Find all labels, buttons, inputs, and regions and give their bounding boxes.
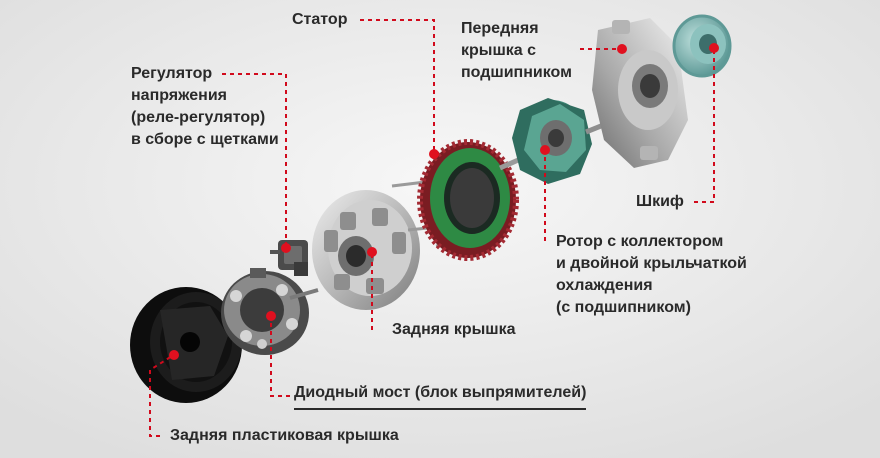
rear-cover-label: Задняя крышка xyxy=(392,321,516,338)
pulley-label: Шкиф xyxy=(636,193,684,210)
rotor-label-line-4: (с подшипником) xyxy=(556,299,691,316)
regulator-label-line-2: напряжения xyxy=(131,87,227,104)
marker-front-cover xyxy=(617,44,627,54)
rotor-label-line-3: охлаждения xyxy=(556,277,653,294)
pulley-part xyxy=(672,14,732,78)
leader-diode-bridge xyxy=(270,316,290,397)
leader-stator xyxy=(360,19,435,152)
regulator-label: Регулятор напряжения (реле-регулятор) в … xyxy=(131,63,279,151)
rotor-label: Ротор с коллектором и двойной крыльчатко… xyxy=(556,231,747,319)
marker-rear-cover xyxy=(367,247,377,257)
stator-label: Статор xyxy=(292,11,348,28)
regulator-label-line-3: (реле-регулятор) xyxy=(131,109,266,126)
diode-bridge-label: Диодный мост (блок выпрямителей) xyxy=(294,382,587,410)
regulator-label-line-4: в сборе с щетками xyxy=(131,131,279,148)
marker-stator xyxy=(429,149,439,159)
leader-rear-plastic-cover xyxy=(149,355,173,437)
front-cover-label-line-3: подшипником xyxy=(461,64,572,81)
diode-bridge-part xyxy=(221,268,319,355)
marker-diode-bridge xyxy=(266,311,276,321)
leader-pulley xyxy=(694,50,715,203)
front-cover-label-line-1: Передняя xyxy=(461,20,539,37)
markers xyxy=(169,43,719,360)
leader-lines xyxy=(149,19,715,437)
rotor-label-line-1: Ротор с коллектором xyxy=(556,233,724,250)
stator-part xyxy=(391,139,519,261)
marker-regulator xyxy=(281,243,291,253)
marker-rear-plastic-cover xyxy=(169,350,179,360)
front-cover-label: Передняя крышка с подшипником xyxy=(461,18,572,84)
leader-regulator xyxy=(222,73,287,246)
marker-pulley xyxy=(709,43,719,53)
rear-plastic-cover-part xyxy=(130,287,242,403)
marker-rotor xyxy=(540,145,550,155)
rear-plastic-cover-label: Задняя пластиковая крышка xyxy=(170,427,399,444)
regulator-label-line-1: Регулятор xyxy=(131,65,213,82)
rotor-label-line-2: и двойной крыльчаткой xyxy=(556,255,747,272)
front-cover-label-line-2: крышка с xyxy=(461,42,537,59)
rotor-part xyxy=(498,98,607,184)
rear-cover-part xyxy=(312,190,420,310)
front-cover-part xyxy=(592,18,688,168)
